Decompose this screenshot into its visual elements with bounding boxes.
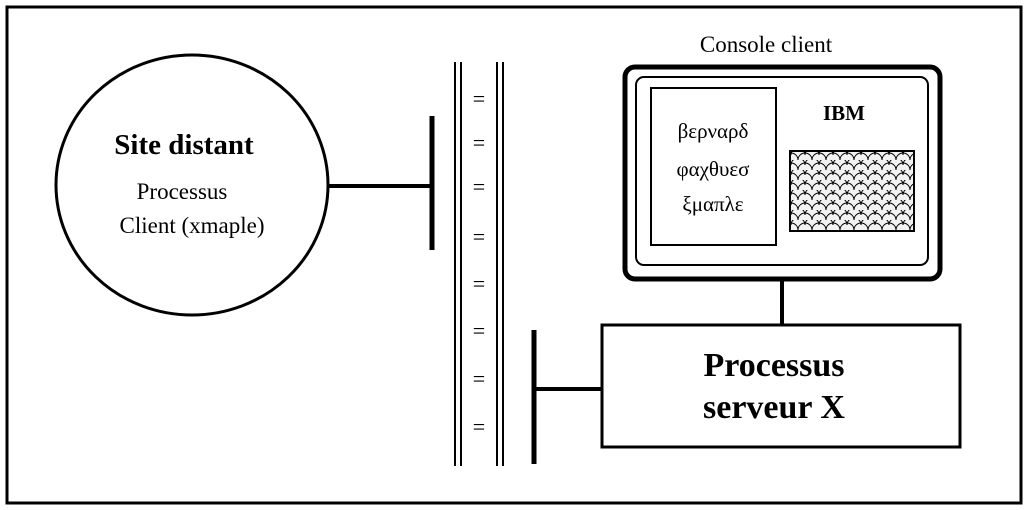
console-text-line-1: βερναρδ: [678, 119, 749, 143]
network-eq-symbol: =: [473, 366, 485, 391]
console-text-line-3: ξμαπλε: [682, 192, 743, 216]
remote-site-title: Site distant: [114, 129, 254, 161]
console-brand-label: IBM: [823, 101, 865, 125]
network-eq-symbols: = = = = = = = =: [473, 86, 485, 439]
remote-site-line1: Processus: [137, 179, 228, 204]
remote-site-line2: Client (xmaple): [120, 213, 265, 238]
server-process-line2: serveur X: [703, 389, 845, 426]
console-scale-pattern: [789, 150, 915, 232]
network-eq-symbol: =: [473, 130, 485, 155]
console-label: Console client: [700, 32, 833, 57]
network-eq-symbol: =: [473, 318, 485, 343]
server-process-line1: Processus: [703, 347, 844, 384]
network-eq-symbol: =: [473, 224, 485, 249]
network-eq-symbol: =: [473, 174, 485, 199]
network-eq-symbol: =: [473, 414, 485, 439]
console-text-window: [650, 87, 777, 246]
network-eq-symbol: =: [473, 271, 485, 296]
console-text-line-2: φαχθυεσ: [676, 157, 749, 181]
server-process-box: [600, 323, 962, 449]
network-eq-symbol: =: [473, 86, 485, 111]
